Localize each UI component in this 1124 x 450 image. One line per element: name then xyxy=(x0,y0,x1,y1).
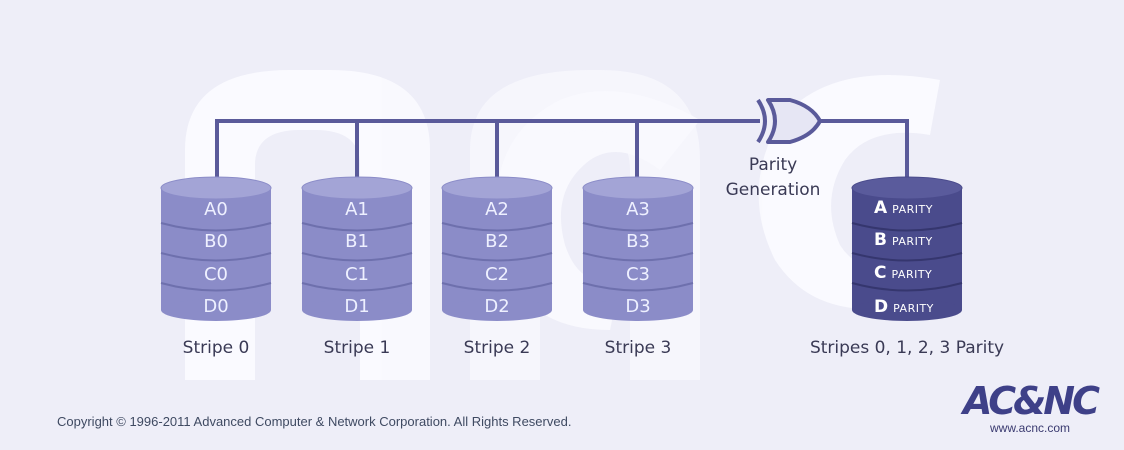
disk-block-label: B1 xyxy=(345,231,369,252)
copyright-notice: Copyright © 1996-2011 Advanced Computer … xyxy=(57,414,571,429)
logo-mark: AC&NC xyxy=(960,379,1100,423)
disk-caption: Stripe 1 xyxy=(324,338,391,358)
parity-block-word: PARITY xyxy=(892,203,933,216)
disk-block-label: B2 xyxy=(485,231,509,252)
disk-block-label: D1 xyxy=(344,296,369,317)
disk-block-label: C2 xyxy=(485,264,509,285)
disk-caption: Stripe 3 xyxy=(605,338,672,358)
parity-generation-label-2: Generation xyxy=(726,180,821,200)
disk-stripe-3: A3 B3 C3 D3 xyxy=(582,176,694,321)
parity-block-row: C PARITY xyxy=(874,263,932,283)
disk-block-label: A0 xyxy=(204,199,228,220)
disk-stripe-2: A2 B2 C2 D2 xyxy=(441,176,553,321)
acnc-logo: AC&NC www.acnc.com xyxy=(960,379,1103,435)
parity-block-row: B PARITY xyxy=(874,230,933,250)
disk-block-label: B0 xyxy=(204,231,228,252)
parity-disk-caption: Stripes 0, 1, 2, 3 Parity xyxy=(810,338,1004,358)
parity-generation-label-1: Parity xyxy=(749,155,797,175)
parity-block-word: PARITY xyxy=(893,302,934,315)
bus-to-parity xyxy=(818,119,909,180)
disk-stripe-1: A1 B1 C1 D1 xyxy=(301,176,413,321)
disk-parity: A PARITY B PARITY C PARITY D PARITY xyxy=(851,176,963,321)
disk-block-label: D2 xyxy=(484,296,509,317)
bus-lines xyxy=(215,119,909,180)
disk-block-label: A3 xyxy=(626,199,650,220)
disk-block-label: D0 xyxy=(203,296,228,317)
parity-block-word: PARITY xyxy=(891,268,932,281)
disk-block-label: C1 xyxy=(345,264,369,285)
parity-block-row: D PARITY xyxy=(874,297,934,317)
disk-block-label: A1 xyxy=(345,199,369,220)
parity-block-row: A PARITY xyxy=(874,198,933,218)
bus-trunk xyxy=(215,119,760,180)
disk-caption: Stripe 0 xyxy=(183,338,250,358)
disk-block-label: C0 xyxy=(204,264,228,285)
disk-block-label: A2 xyxy=(485,199,509,220)
watermark-logo xyxy=(185,70,940,380)
parity-block-letter: A xyxy=(874,198,888,218)
disk-block-label: C3 xyxy=(626,264,650,285)
disk-block-label: B3 xyxy=(626,231,650,252)
parity-block-word: PARITY xyxy=(892,235,933,248)
parity-block-letter: C xyxy=(874,263,886,283)
xor-gate-icon xyxy=(756,98,822,144)
parity-block-letter: B xyxy=(874,230,887,250)
logo-url: www.acnc.com xyxy=(989,421,1070,435)
parity-block-letter: D xyxy=(874,297,888,317)
disk-block-label: D3 xyxy=(625,296,650,317)
disk-stripe-0: A0 B0 C0 D0 xyxy=(160,176,272,321)
disk-caption: Stripe 2 xyxy=(464,338,531,358)
